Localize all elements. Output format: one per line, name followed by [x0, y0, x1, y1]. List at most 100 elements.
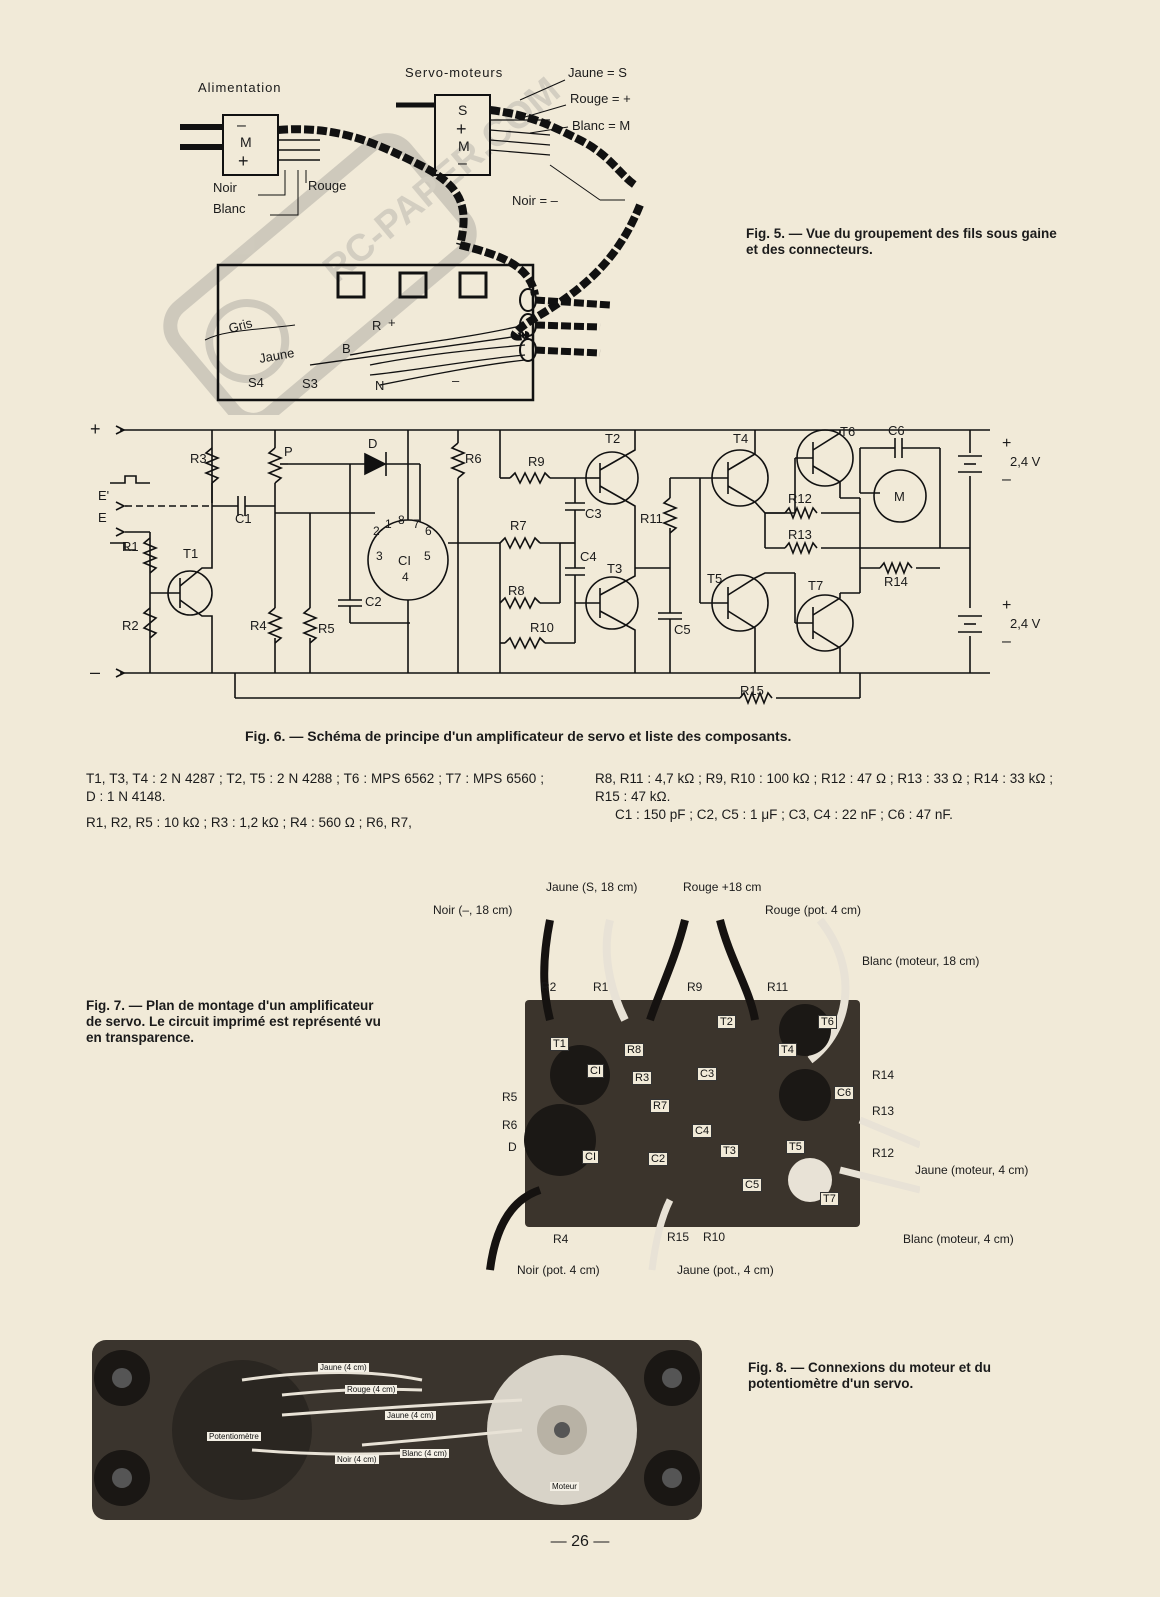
pcb-r10: R10: [703, 1230, 726, 1244]
batt2-plus: +: [1002, 597, 1011, 614]
fig8-jaune-2: Jaune (4 cm): [385, 1411, 436, 1420]
box-s4: S4: [248, 375, 264, 390]
lbl-r13: R13: [788, 527, 812, 542]
components-left-line2: R1, R2, R5 : 10 kΩ ; R3 : 1,2 kΩ ; R4 : …: [86, 815, 412, 830]
pcb-t5: T5: [786, 1140, 805, 1154]
fig6-caption: Fig. 6. — Schéma de principe d'un amplif…: [245, 728, 792, 744]
pin-2: 2: [373, 524, 380, 538]
conn-m: M: [240, 134, 252, 150]
servo-conn-m: M: [458, 138, 470, 154]
box-plus: +: [388, 315, 396, 330]
pcb-r1: R1: [593, 980, 609, 994]
wire-jaune-s: Jaune (S, 18 cm): [546, 880, 638, 894]
fig5-caption: Fig. 5. — Vue du groupement des fils sou…: [746, 226, 1057, 257]
wire-blanc-moteur-4: Blanc (moteur, 4 cm): [903, 1232, 1014, 1246]
lbl-r4: R4: [250, 618, 267, 633]
label-rouge-plus: Rouge = +: [570, 91, 631, 106]
pin-6: 6: [425, 524, 432, 538]
lbl-ci: CI: [398, 553, 411, 568]
label-jaune-s: Jaune = S: [568, 65, 627, 80]
lbl-motor: M: [894, 489, 905, 504]
pin-5: 5: [424, 549, 431, 563]
rail-minus: –: [90, 662, 100, 682]
pin-3: 3: [376, 549, 383, 563]
lbl-r5: R5: [318, 621, 335, 636]
fig5-wiring-diagram: RC-PAPER.COM – M + Alimentation Noir Bla…: [163, 65, 644, 415]
pin-4: 4: [402, 570, 409, 584]
pcb-r6: R6: [502, 1118, 518, 1132]
pcb-c4: C4: [692, 1124, 713, 1138]
pcb-r9: R9: [687, 980, 703, 994]
lbl-e-prime: E': [98, 488, 109, 503]
wire-noir-pot: Noir (pot. 4 cm): [517, 1263, 600, 1277]
pcb-r11: R11: [767, 980, 789, 994]
fig7-wires: [486, 917, 920, 1271]
fig8-jaune-1: Jaune (4 cm): [318, 1363, 369, 1372]
components-right-line2: C1 : 150 pF ; C2, C5 : 1 μF ; C3, C4 : 2…: [615, 807, 953, 822]
page-number: — 26 —: [550, 1533, 610, 1550]
lbl-r15: R15: [740, 683, 764, 698]
box-minus: –: [452, 373, 460, 388]
box-r: R: [372, 318, 381, 333]
pcb-c6: C6: [834, 1086, 855, 1100]
lbl-t7: T7: [808, 578, 823, 593]
servo-conn-s: S: [458, 102, 467, 118]
lbl-c5: C5: [674, 622, 691, 637]
batt1-minus: –: [1002, 471, 1011, 488]
pcb-r15: R15: [667, 1230, 690, 1244]
pin-1: 1: [385, 517, 392, 531]
pcb-ci: CI: [587, 1064, 604, 1078]
conn-minus: –: [237, 117, 246, 134]
box-gris: Gris: [227, 315, 254, 336]
box-s3: S3: [302, 376, 318, 391]
fig8-caption: Fig. 8. — Connexions du moteur et du pot…: [748, 1360, 992, 1391]
batt1-voltage: 2,4 V: [1010, 454, 1041, 469]
lbl-r7: R7: [510, 518, 527, 533]
fig8-noir: Noir (4 cm): [335, 1455, 379, 1464]
batt1-plus: +: [1002, 435, 1011, 452]
pcb-d: D: [508, 1140, 517, 1154]
pcb-t4: T4: [778, 1043, 797, 1057]
pcb-c3: C3: [697, 1067, 718, 1081]
servo-conn-plus: +: [456, 119, 467, 139]
pcb-t7: T7: [820, 1192, 839, 1206]
pcb-r2: R2: [541, 980, 557, 994]
pin-7: 7: [413, 517, 420, 531]
lbl-r12: R12: [788, 491, 812, 506]
lbl-t6: T6: [840, 424, 855, 439]
components-right: R8, R11 : 4,7 kΩ ; R9, R10 : 100 kΩ ; R1…: [595, 770, 1053, 824]
fig6-schematic: + – R3 P D R6 R9 T2 T4 T6 C6 E' E C1 R1 …: [90, 419, 1041, 706]
fig7-caption: Fig. 7. — Plan de montage d'un amplifica…: [86, 998, 381, 1045]
pcb-r13: R13: [872, 1104, 895, 1118]
lbl-r14: R14: [884, 574, 908, 589]
pcb-t3: T3: [720, 1144, 739, 1158]
box-jaune: Jaune: [258, 345, 295, 366]
lbl-c3: C3: [585, 506, 602, 521]
lbl-t4: T4: [733, 431, 748, 446]
box-b: B: [342, 341, 351, 356]
lbl-r11: R11: [640, 511, 663, 526]
lbl-r6: R6: [465, 451, 482, 466]
label-alimentation: Alimentation: [198, 80, 282, 95]
wire-noir-minus: Noir (–, 18 cm): [433, 903, 513, 917]
lbl-d: D: [368, 436, 377, 451]
wire-rouge-plus: Rouge +18 cm: [683, 880, 762, 894]
pin-8: 8: [398, 513, 405, 527]
label-noir: Noir: [213, 180, 238, 195]
lbl-c4: C4: [580, 549, 597, 564]
rail-plus: +: [90, 419, 101, 439]
lbl-r10: R10: [530, 620, 554, 635]
lbl-c2: C2: [365, 594, 382, 609]
box-n: N: [375, 378, 384, 393]
lbl-t1: T1: [183, 546, 198, 561]
pcb-r3: R3: [632, 1071, 653, 1085]
batt2-minus: –: [1002, 633, 1011, 650]
lbl-t2: T2: [605, 431, 620, 446]
batt2-voltage: 2,4 V: [1010, 616, 1041, 631]
fig8-blanc: Blanc (4 cm): [400, 1449, 449, 1458]
fig8-moteur: Moteur: [550, 1482, 579, 1491]
lbl-r2: R2: [122, 618, 139, 633]
lbl-p: P: [284, 444, 293, 459]
lbl-c6: C6: [888, 423, 905, 438]
lbl-r1: R1: [122, 539, 139, 554]
